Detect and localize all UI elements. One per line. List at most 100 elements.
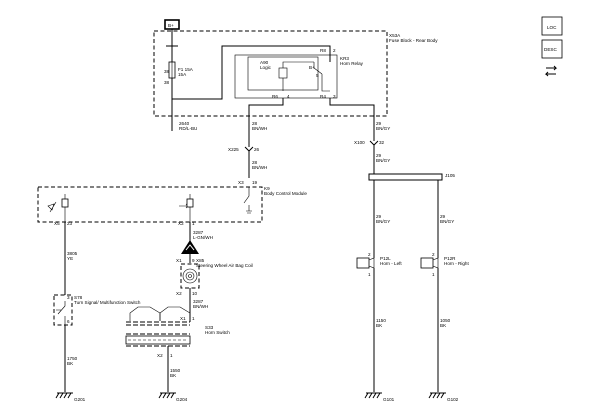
fuse-pin-out: 38 — [164, 80, 170, 85]
s33-name: Horn Switch — [205, 330, 230, 335]
ground-g101-label: G101 — [383, 397, 395, 402]
horn-left-pin1: 1 — [368, 272, 371, 277]
fuse-current: 15A — [178, 72, 187, 77]
s78-name: Turn Signal/ Multifunction Switch — [74, 300, 141, 305]
wire-1150-color: BK — [376, 323, 383, 328]
x85-id: X85 — [196, 258, 205, 263]
horn-right-pin2: 2 — [432, 252, 435, 257]
s33-id: S33 — [205, 325, 214, 330]
horn-left: 2 1 P12L Horn - Left — [356, 252, 402, 277]
wire-28a-circuit: 28 — [252, 121, 258, 126]
wire-3287a-color: L-GN/WH — [193, 235, 213, 240]
s33-x2: X2 — [157, 353, 163, 358]
wire-1150-circuit: 1150 — [376, 318, 386, 323]
battery-label: B+ — [168, 23, 174, 28]
body-control-module-outline — [37, 186, 263, 223]
location-icon[interactable]: LOC — [541, 16, 563, 36]
logic-id: A90 — [260, 60, 269, 65]
wire-29b-circuit: 29 — [376, 153, 382, 158]
wire-1550-circuit: 1550 — [170, 368, 181, 373]
ground-g101: G101 — [364, 392, 395, 402]
horn-right: 2 1 P12R Horn - Right — [420, 252, 469, 277]
wire-29d-color: BN/GY — [440, 219, 454, 224]
horn-right-name: Horn - Right — [444, 261, 469, 266]
legend-icons: LOC DESC — [541, 16, 563, 77]
wire-3287b-color: BN/WH — [193, 304, 208, 309]
wire-29d-circuit: 29 — [440, 214, 446, 219]
navigation-arrows-icon[interactable] — [544, 65, 558, 77]
s33-pin1b: 1 — [170, 353, 173, 358]
horn-right-pin1: 1 — [432, 272, 435, 277]
fuse-label: F1 15A — [178, 67, 194, 72]
k9-x5: X5 — [54, 221, 60, 226]
splice-j105 — [368, 173, 443, 181]
horn-left-name: Horn - Left — [380, 261, 402, 266]
relay-pin-r4: R4 — [320, 94, 326, 99]
wire-1750-color: BK — [67, 361, 74, 366]
fuse-block-name: Fuse Block - Rear Body — [389, 38, 438, 43]
x225-pin: 26 — [254, 147, 260, 152]
wire-29a-circuit: 29 — [376, 121, 382, 126]
logic-name: Logic — [260, 65, 272, 70]
wire-29c-circuit: 29 — [376, 214, 382, 219]
x85-pin9: 9 — [192, 258, 195, 263]
x85-name: Steering Wheel Air Bag Coil — [196, 263, 253, 268]
relay-pin-5: 5 — [316, 73, 319, 78]
relay-coil — [278, 67, 288, 79]
x85-pin10: 10 — [192, 291, 198, 296]
relay-id: KR3 — [340, 56, 349, 61]
wire-1550-color: BK — [170, 373, 177, 378]
horn-right-id: P12R — [444, 256, 456, 261]
s33-x1: X1 — [180, 316, 186, 321]
turn-signal-switch-outline — [53, 294, 73, 326]
relay-pin-2: 2 — [333, 48, 336, 53]
x85-x2: X2 — [176, 291, 182, 296]
wire-2640-circuit: 2640 — [179, 121, 190, 126]
ground-g102: G102 — [428, 392, 459, 402]
k9-x3: X3 — [238, 180, 244, 185]
ground-g201: G201 — [55, 392, 86, 402]
s78-pin6: 6 — [67, 319, 70, 324]
wire-1750-circuit: 1750 — [67, 356, 78, 361]
relay-bplus: B+ — [309, 65, 315, 70]
k9-x3-pin: 19 — [252, 180, 258, 185]
x225-id: X225 — [228, 147, 239, 152]
battery-positive: B+ — [164, 19, 180, 30]
airbag-warning-icon — [181, 240, 199, 254]
wire-1050-color: BK — [440, 323, 447, 328]
k9-x2-pin: 1 — [192, 221, 195, 226]
location-label: LOC — [547, 25, 557, 30]
wire-28b-circuit: 28 — [252, 160, 258, 165]
wire-3287a-circuit: 3287 — [193, 230, 204, 235]
description-label: DESC — [544, 47, 557, 52]
horn-left-id: P12L — [380, 256, 391, 261]
ground-g204-label: G204 — [176, 397, 188, 402]
k9-x2: X2 — [178, 221, 184, 226]
k9-id: K9 — [264, 186, 270, 191]
wire-29a-color: BN/GY — [376, 126, 390, 131]
s78-pin3: 3 — [67, 295, 70, 300]
wire-29c-color: BN/GY — [376, 219, 390, 224]
relay-pin-r8: R8 — [320, 48, 326, 53]
x100-pin: 32 — [379, 140, 385, 145]
ground-g102-label: G102 — [447, 397, 459, 402]
k9-x5-pin: 23 — [67, 221, 73, 226]
s78-id: S78 — [74, 295, 83, 300]
wire-3287b-circuit: 3287 — [193, 299, 204, 304]
horn-left-pin2: 2 — [368, 252, 371, 257]
wire-28a-color: BN/WH — [252, 126, 267, 131]
wire-3805-circuit: 3805 — [67, 251, 78, 256]
fuse-pin-in: 38 — [164, 69, 170, 74]
k9-turn-input — [47, 194, 69, 222]
relay-pin-r6: R6 — [272, 94, 278, 99]
x85-x1: X1 — [176, 258, 182, 263]
x100-id: X100 — [354, 140, 365, 145]
description-icon[interactable]: DESC — [541, 39, 563, 59]
wire-3805-color: YE — [67, 256, 73, 261]
k9-name: Body Control Module — [264, 191, 307, 196]
wire-2640-color: RD/L-BU — [179, 126, 197, 131]
wire-29b-color: BN/GY — [376, 158, 390, 163]
wire-1050-circuit: 1050 — [440, 318, 451, 323]
ground-g204: G204 — [158, 392, 188, 402]
